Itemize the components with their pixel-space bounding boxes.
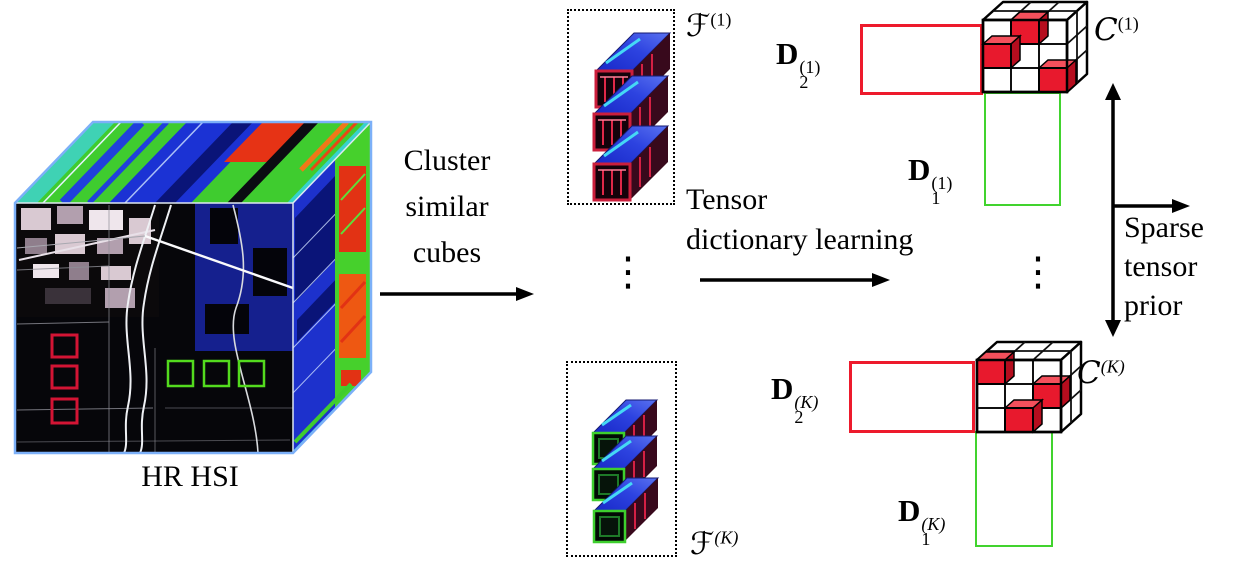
d1-k-symbol: D (898, 493, 921, 528)
cluster-line3: cubes (412, 236, 482, 269)
core-1-sup: (1) (1117, 13, 1139, 34)
d2-k-symbol: D (771, 371, 794, 406)
d2-1-sub: 2 (799, 72, 809, 92)
tensor-dl-step-label: Tensor dictionary learning (686, 180, 913, 260)
slab-cube-green (592, 477, 660, 544)
d1-1-sup: (1) (931, 173, 953, 193)
cluster-step-label: Cluster similar cubes (372, 138, 522, 276)
hsi-front-face (15, 203, 293, 453)
d2-1-label: D(1)2 (776, 36, 821, 92)
d2-k-label: D(K)2 (771, 371, 819, 427)
d1-k-label: D(K)1 (898, 493, 946, 549)
core-tensor-k (975, 340, 1083, 434)
hsi-outline (13, 120, 373, 455)
cluster-arrow (380, 287, 534, 301)
tensor-dl-arrow (700, 273, 890, 287)
core-tensor-1 (981, 0, 1089, 94)
decomp-ellipsis: ⋮ (1018, 249, 1058, 295)
fk-symbol: ℱ (690, 526, 715, 562)
sparse-prior-label: Sparse tensor prior (1124, 208, 1204, 325)
cluster-box-1-cubes (592, 32, 672, 202)
sparse-prior-line1: Sparse (1124, 211, 1204, 244)
slab-cube-red (592, 125, 670, 202)
hsi-inner-edges (15, 121, 372, 453)
f1-symbol: ℱ (686, 8, 711, 44)
d1-k-sub: 1 (921, 529, 931, 549)
d1-k-sup: (K) (921, 514, 946, 534)
d2-k-matrix (849, 361, 975, 433)
cluster-box-k (566, 361, 677, 557)
tensor-dl-line2: dictionary learning (686, 223, 914, 256)
core-1-label: C(1) (1094, 12, 1139, 48)
core-k-label: C(K) (1077, 355, 1125, 391)
core-1-symbol: C (1094, 12, 1118, 48)
d1-1-symbol: D (908, 152, 931, 187)
hr-hsi-cube-image (13, 120, 373, 455)
d2-1-symbol: D (776, 36, 799, 71)
cluster-ellipsis: ⋮ (608, 249, 648, 295)
d1-1-label: D(1)1 (908, 152, 953, 208)
d2-1-matrix (860, 24, 983, 95)
sparse-red-cells (975, 350, 1072, 434)
d1-1-sub: 1 (931, 188, 941, 208)
sparse-prior-arrow (1105, 83, 1190, 337)
slab-cube-red (594, 32, 672, 109)
tensor-dl-line1: Tensor (686, 183, 768, 216)
d2-1-sup: (1) (799, 57, 821, 77)
d1-k-matrix (975, 431, 1053, 547)
d1-1-matrix (984, 92, 1061, 206)
d2-k-sup: (K) (794, 392, 819, 412)
core-k-sup: (K) (1100, 356, 1125, 377)
f1-label: ℱ(1) (686, 8, 731, 44)
cluster-line2: similar (405, 190, 489, 223)
cluster-box-1 (567, 9, 675, 205)
fk-sup: (K) (714, 527, 739, 548)
fk-label: ℱ(K) (690, 526, 738, 562)
hsi-top-face (15, 122, 371, 203)
core-k-symbol: C (1077, 355, 1101, 391)
sparse-prior-line3: prior (1124, 289, 1183, 322)
cluster-box-k-cubes (591, 399, 660, 544)
hsi-caption: HR HSI (141, 460, 239, 493)
sparse-prior-line2: tensor (1124, 250, 1198, 283)
d2-k-sub: 2 (794, 407, 804, 427)
f1-sup: (1) (710, 9, 732, 30)
cluster-line1: Cluster (403, 144, 491, 177)
